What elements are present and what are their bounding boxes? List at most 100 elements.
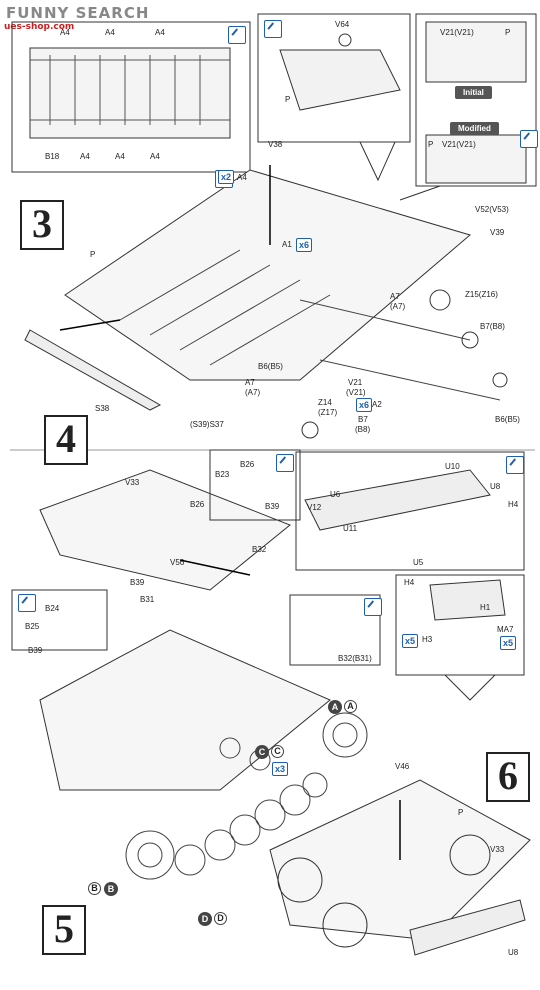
label-a7: A7: [390, 292, 400, 301]
label-v21: V21(V21): [442, 140, 476, 149]
watermark-url: ues-shop.com: [4, 22, 75, 32]
detail-box-b24: [11, 589, 108, 651]
label-h4: H4: [404, 578, 415, 587]
label-h1: H1: [480, 603, 491, 612]
glue-icon: [364, 598, 382, 616]
quantity-x6-badge: x6: [296, 238, 313, 252]
quantity-x5-badge: x5: [402, 634, 419, 648]
quantity-x6-badge: x6: [356, 398, 373, 412]
detail-box-b32: [289, 594, 381, 666]
label-v39: V39: [490, 228, 505, 237]
label-u5: U5: [413, 558, 424, 567]
label-v21: V21(V21): [440, 28, 474, 37]
label-b39: B39: [130, 578, 145, 587]
label-p: P: [90, 250, 96, 259]
quantity-x3-badge: x3: [272, 762, 289, 776]
glue-icon: [506, 456, 524, 474]
sprocket-a: [322, 712, 368, 758]
hull-step4: [39, 469, 291, 591]
label-b6b5: B6(B5): [495, 415, 520, 424]
label-b31: B31: [140, 595, 155, 604]
detail-box-fenders: [295, 451, 525, 571]
label-v56: V56: [170, 558, 185, 567]
callout-d: D: [214, 912, 227, 925]
callout-d: D: [198, 912, 212, 926]
detail-box-tools: [395, 574, 525, 676]
label-v21b: V21: [348, 378, 363, 387]
hull-step3: [64, 169, 472, 381]
callout-a: A: [328, 700, 342, 714]
label-h4: H4: [508, 500, 519, 509]
label-a4: A4: [105, 28, 115, 37]
note-modified: Modified: [450, 122, 499, 135]
callout-a: A: [344, 700, 357, 713]
glue-icon: [276, 454, 294, 472]
step-number-4: 4: [44, 415, 88, 465]
label-s39s37: (S39)S37: [190, 420, 224, 429]
detail-box-b23: [209, 449, 301, 521]
step-number-3: 3: [20, 200, 64, 250]
callout-c: C: [255, 745, 269, 759]
label-u11: U11: [343, 524, 358, 533]
glue-icon: [18, 594, 36, 612]
label-a7b: (A7): [390, 302, 406, 311]
label-p: P: [505, 28, 511, 37]
label-u8: U8: [490, 482, 501, 491]
quantity-x2-badge: x2: [218, 170, 235, 184]
label-z14: Z14: [318, 398, 332, 407]
step-number-6: 6: [486, 752, 530, 802]
label-v21c: (V21): [346, 388, 366, 397]
label-a4: A4: [80, 152, 90, 161]
label-v38: V38: [268, 140, 283, 149]
detail-box-hull-top: [257, 13, 411, 143]
note-initial: Initial: [455, 86, 492, 99]
label-b8: (B8): [355, 425, 371, 434]
label-a7b: (A7): [245, 388, 261, 397]
label-v52: V52(V53): [475, 205, 509, 214]
step-number-5: 5: [42, 905, 86, 955]
label-b23: B23: [215, 470, 230, 479]
label-h3: H3: [422, 635, 433, 644]
callout-b: B: [88, 882, 101, 895]
label-s38: S38: [95, 404, 110, 413]
label-p: P: [458, 808, 464, 817]
label-u8: U8: [508, 948, 519, 957]
label-b6b5: B6(B5): [258, 362, 283, 371]
label-v46: V46: [395, 762, 410, 771]
label-ma7: MA7: [497, 625, 514, 634]
detail-box-tracks: [11, 21, 251, 173]
label-a1: A1: [282, 240, 292, 249]
label-u6: U6: [330, 490, 341, 499]
glue-icon: [520, 130, 538, 148]
label-a4: A4: [155, 28, 165, 37]
label-z15: Z15(Z16): [465, 290, 498, 299]
quantity-x5-badge: x5: [500, 636, 517, 650]
label-a4: A4: [115, 152, 125, 161]
label-v33: V33: [490, 845, 505, 854]
label-b18: B18: [45, 152, 60, 161]
label-b32b31: B32(B31): [338, 654, 372, 663]
label-b26: B26: [240, 460, 255, 469]
label-z17: (Z17): [318, 408, 338, 417]
label-v12: V12: [307, 503, 322, 512]
label-b32: B32: [252, 545, 267, 554]
label-p: P: [428, 140, 434, 149]
detail-box-variants: [415, 13, 537, 187]
label-b7: B7: [358, 415, 368, 424]
label-a2: A2: [372, 400, 382, 409]
callout-c: C: [271, 745, 284, 758]
label-a7: A7: [245, 378, 255, 387]
label-b39: B39: [28, 646, 43, 655]
watermark-logo: FUNNY SEARCH: [6, 4, 150, 22]
callout-b: B: [104, 882, 118, 896]
label-b24: B24: [45, 604, 60, 613]
label-a4: A4: [150, 152, 160, 161]
label-b39: B39: [265, 502, 280, 511]
label-a4: A4: [60, 28, 70, 37]
label-b25: B25: [25, 622, 40, 631]
label-v33: V33: [125, 478, 140, 487]
glue-icon: [228, 26, 246, 44]
label-b26: B26: [190, 500, 205, 509]
